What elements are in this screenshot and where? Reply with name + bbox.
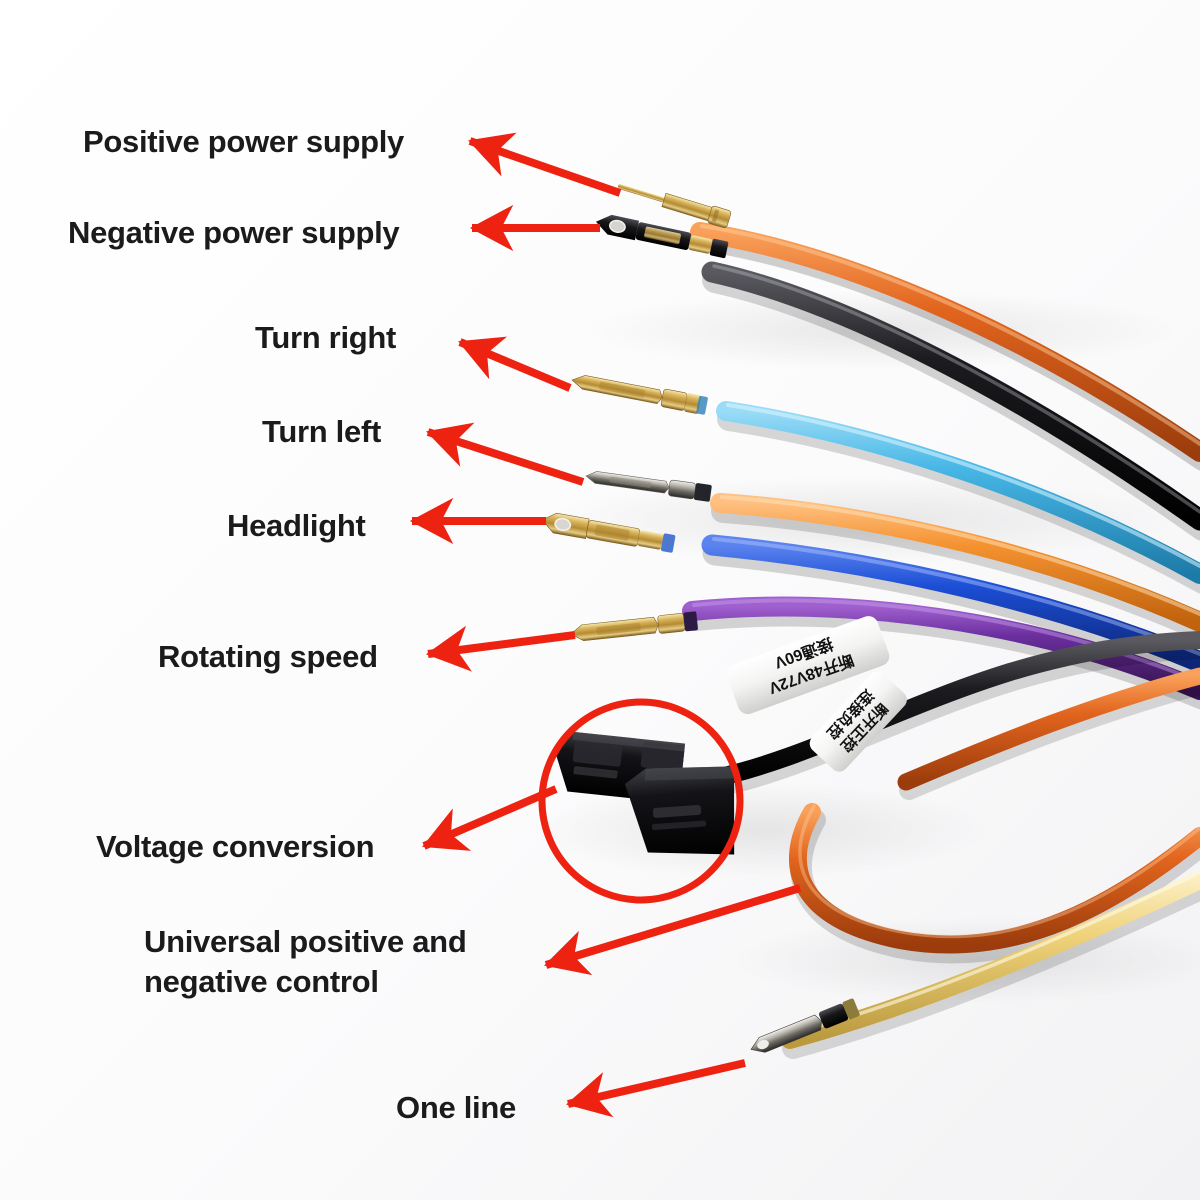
rotating-speed-wire (682, 596, 1200, 710)
label-universal-positive-and-negative-control: Universal positive and negative control (144, 924, 467, 999)
voltage-conversion-wire (697, 631, 1200, 799)
label-rotating-speed: Rotating speed (158, 639, 378, 674)
one-line-terminal (750, 998, 860, 1053)
universal-control-wire-upper (897, 667, 1200, 800)
turn-left-terminal (585, 471, 712, 502)
label-headlight: Headlight (227, 508, 366, 543)
wire-bundle (682, 222, 1200, 1059)
positive-power-wire (690, 222, 1200, 471)
label-positive-power-supply: Positive power supply (83, 124, 405, 159)
label-negative-power-supply: Negative power supply (68, 215, 400, 250)
headlight-terminal (541, 512, 676, 553)
voltage-sleeve-label: 断开48V72V 接通60V (726, 616, 890, 715)
label-one-line: One line (396, 1090, 516, 1125)
turn-right-wire (716, 401, 1200, 594)
universal-control-wire (789, 803, 1200, 964)
positive-power-terminal (617, 184, 732, 229)
label-turn-left: Turn left (262, 414, 381, 449)
negative-power-wire (701, 261, 1200, 541)
turn-left-wire (710, 493, 1200, 642)
label-turn-right: Turn right (255, 320, 397, 355)
negative-power-terminal (595, 214, 729, 259)
label-voltage-conversion: Voltage conversion (96, 829, 375, 864)
rotating-speed-terminal (570, 611, 698, 641)
turn-right-terminal (571, 375, 708, 415)
